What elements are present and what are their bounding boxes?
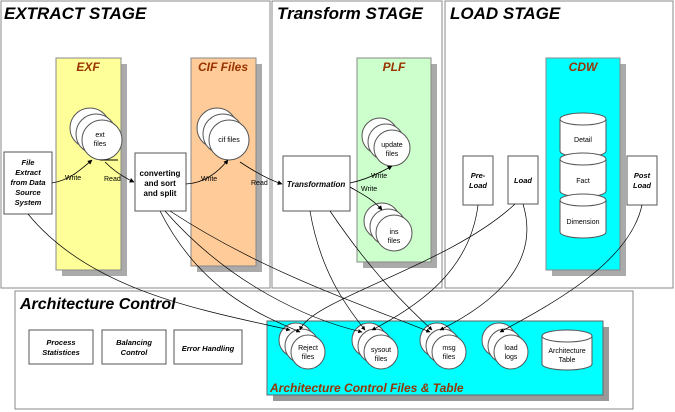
svg-text:files: files — [375, 356, 388, 363]
exf-title: EXF — [76, 60, 100, 74]
svg-text:and sort: and sort — [144, 179, 176, 188]
read-arrow-1 — [104, 161, 135, 183]
svg-text:Load: Load — [469, 181, 487, 190]
write-label-1: Write — [65, 175, 81, 182]
svg-text:Error Handling: Error Handling — [182, 344, 235, 353]
postload-box: Post Load — [626, 155, 658, 206]
load-box: Load — [507, 155, 539, 205]
svg-text:Reject: Reject — [298, 345, 318, 352]
control-files-caption: Architecture Control Files & Table — [269, 381, 464, 395]
ext-files-stack: ext files — [69, 107, 123, 161]
write-arrow-2 — [185, 159, 229, 185]
svg-text:and split: and split — [144, 189, 177, 198]
write-label-2: Write — [201, 176, 217, 183]
svg-text:load: load — [504, 345, 517, 352]
svg-text:converting: converting — [140, 169, 181, 178]
cif-title: CIF Files — [198, 60, 248, 74]
svg-text:File: File — [22, 158, 35, 167]
exf-column — [55, 57, 122, 271]
write-label-4: Write — [361, 186, 377, 193]
svg-text:logs: logs — [505, 354, 518, 361]
write-arrow-4 — [349, 186, 383, 211]
cif-column — [190, 57, 257, 267]
svg-text:System: System — [15, 198, 42, 207]
balancing-control-box: Balancing Control — [101, 329, 167, 365]
ins-files-label-2: files — [388, 238, 401, 245]
svg-text:msg: msg — [442, 345, 455, 352]
ext-files-label-1: ext — [95, 132, 104, 139]
file-extract-box: File Extract from Data Source System — [3, 151, 53, 215]
error-handling-box: Error Handling — [173, 329, 243, 365]
write-arrow-1 — [51, 159, 93, 184]
transform-stage-title: Transform STAGE — [277, 4, 423, 23]
process-statistics-box: Process Statistices — [28, 329, 94, 365]
ins-files-stack: ins files — [363, 202, 413, 252]
svg-text:Balancing: Balancing — [116, 338, 152, 347]
svg-text:Statistices: Statistices — [42, 348, 80, 357]
svg-text:from Data: from Data — [10, 178, 45, 187]
write-arrow-3 — [349, 165, 393, 184]
architecture-table-cylinder: Architecture Table — [541, 329, 593, 371]
svg-text:Process: Process — [46, 338, 75, 347]
svg-text:Extract: Extract — [15, 168, 41, 177]
sysout-files-stack: sysout files — [351, 322, 399, 370]
preload-box: Pre- Load — [462, 155, 494, 206]
update-files-stack: update files — [361, 117, 411, 167]
svg-text:Transformation: Transformation — [287, 180, 346, 189]
cdw-title: CDW — [569, 60, 599, 74]
load-stage-title: LOAD STAGE — [450, 4, 561, 23]
ext-files-label-2: files — [94, 141, 107, 148]
svg-text:Architecture: Architecture — [548, 348, 585, 355]
control-connectors — [27, 203, 643, 334]
write-label-3: Write — [371, 173, 387, 180]
detail-table-cylinder: Detail — [559, 112, 607, 158]
architecture-control-title: Architecture Control — [19, 296, 176, 313]
svg-text:Post: Post — [634, 171, 651, 180]
ins-files-label-1: ins — [390, 229, 399, 236]
svg-text:Control: Control — [121, 348, 149, 357]
svg-text:files: files — [302, 354, 315, 361]
reject-files-stack: Reject files — [278, 322, 326, 370]
extract-stage-title: EXTRACT STAGE — [4, 4, 147, 23]
svg-text:Pre-: Pre- — [471, 171, 486, 180]
svg-text:Load: Load — [633, 181, 651, 190]
read-label-1: Read — [104, 176, 121, 183]
converting-box: converting and sort and split — [134, 152, 187, 212]
read-arrow-2 — [239, 161, 283, 185]
svg-text:Table: Table — [559, 357, 576, 364]
detail-label: Detail — [574, 137, 592, 144]
load-logs-stack: load logs — [481, 322, 529, 370]
svg-text:files: files — [443, 354, 456, 361]
dimension-label: Dimension — [566, 219, 599, 226]
svg-text:sysout: sysout — [371, 347, 391, 354]
svg-text:Load: Load — [514, 176, 532, 185]
update-files-label-1: update — [381, 142, 403, 149]
cif-files-label: cif files — [218, 137, 240, 144]
plf-title: PLF — [383, 60, 406, 74]
fact-label: Fact — [576, 178, 590, 185]
update-files-label-2: files — [386, 151, 399, 158]
dimension-table-cylinder: Dimension — [559, 193, 607, 239]
read-label-2: Read — [251, 180, 268, 187]
svg-text:Source: Source — [15, 188, 40, 197]
cif-files-stack: cif files — [196, 107, 250, 161]
transformation-box: Transformation — [282, 155, 351, 212]
fact-table-cylinder: Fact — [559, 152, 607, 198]
